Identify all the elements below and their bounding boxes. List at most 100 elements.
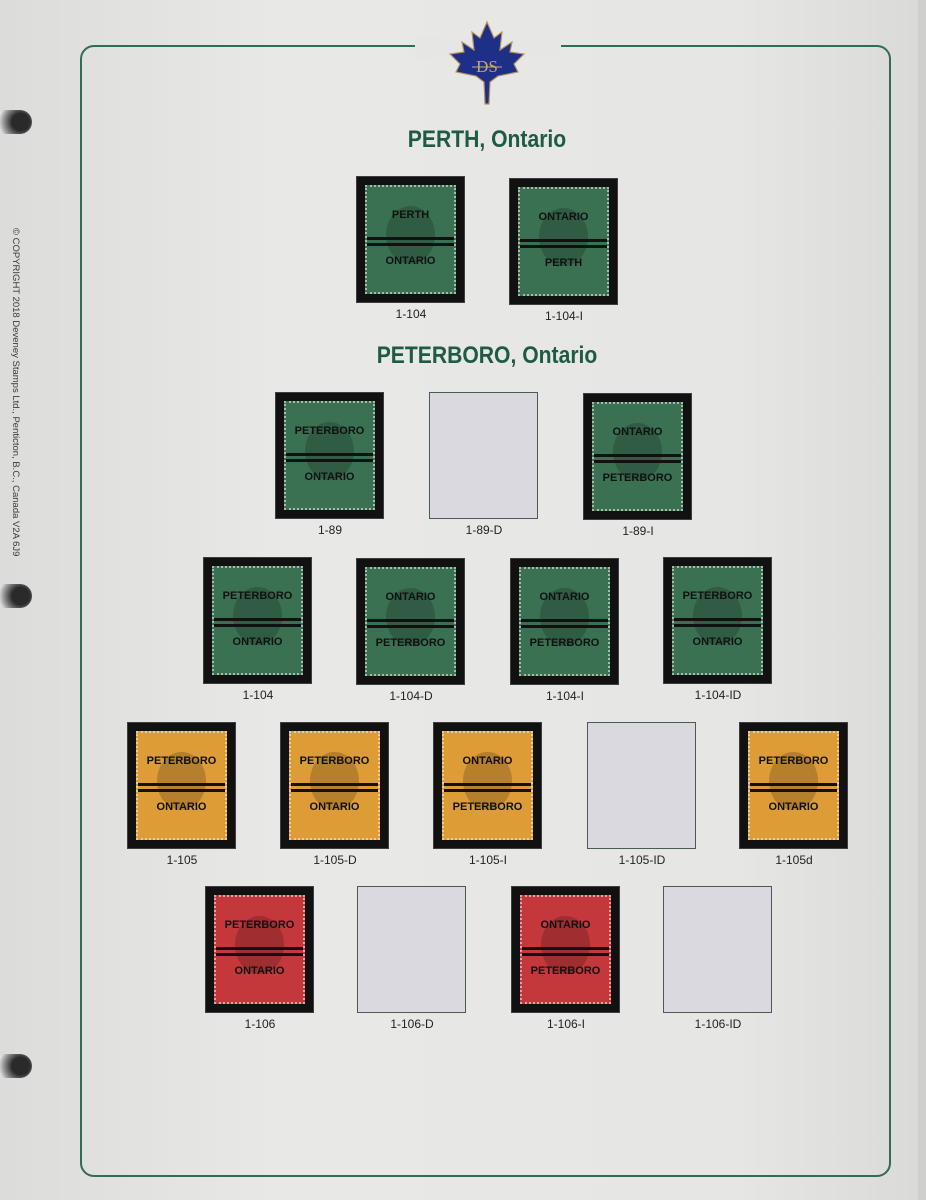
overprint-text: PETERBORO — [529, 637, 600, 649]
stamp-mount: PETERBORO ONTARIO — [205, 886, 314, 1013]
overprint-bar — [216, 947, 303, 950]
section-title-peterboro: PETERBORO, Ontario — [376, 342, 598, 369]
overprint-text: PETERBORO — [682, 590, 753, 602]
overprint-bar — [521, 625, 608, 628]
stamp-mount: PETERBORO ONTARIO — [280, 722, 389, 849]
overprint-text: ONTARIO — [540, 919, 591, 931]
overprint-text: PETERBORO — [375, 637, 446, 649]
empty-stamp-space — [429, 392, 538, 519]
overprint-bar — [291, 783, 378, 786]
overprint-bar — [367, 619, 454, 622]
overprint-bar — [520, 239, 607, 242]
empty-stamp-space — [663, 886, 772, 1013]
overprint-text: ONTARIO — [612, 426, 663, 438]
overprint-bar — [286, 453, 373, 456]
stamp-mount: PETERBORO ONTARIO — [739, 722, 848, 849]
overprint-bar — [444, 783, 531, 786]
empty-stamp-space — [357, 886, 466, 1013]
stamp-mount: PETERBORO ONTARIO — [127, 722, 236, 849]
catalog-number-label: 1-106-D — [390, 1017, 434, 1031]
section-title-perth: PERTH, Ontario — [407, 126, 567, 153]
overprint-text: ONTARIO — [304, 471, 355, 483]
stamp-mount: ONTARIO PETERBORO — [433, 722, 542, 849]
overprint-bar — [750, 783, 837, 786]
binder-hole — [0, 584, 32, 608]
overprint-text: PETERBORO — [758, 755, 829, 767]
overprint-bar — [286, 459, 373, 462]
catalog-number-label: 1-89-I — [622, 524, 654, 538]
overprint-bar — [674, 624, 761, 627]
overprint-bar — [674, 618, 761, 621]
overprint-text: ONTARIO — [462, 755, 513, 767]
overprint-bar — [520, 245, 607, 248]
overprint-text: PETERBORO — [222, 590, 293, 602]
overprint-text: ONTARIO — [309, 801, 360, 813]
catalog-number-label: 1-104-ID — [694, 688, 742, 702]
catalog-number-label: 1-105 — [166, 853, 198, 867]
stamp: PETERBORO ONTARIO — [672, 566, 763, 675]
stamp-mount: PERTH ONTARIO — [356, 176, 465, 303]
stamp: PETERBORO ONTARIO — [748, 731, 839, 840]
overprint-bar — [750, 789, 837, 792]
stamp: ONTARIO PETERBORO — [519, 567, 610, 676]
overprint-text: PETERBORO — [452, 801, 523, 813]
empty-stamp-space — [587, 722, 696, 849]
overprint-bar — [214, 618, 301, 621]
catalog-number-label: 1-104 — [395, 307, 427, 321]
stamp: PERTH ONTARIO — [365, 185, 456, 294]
catalog-number-label: 1-106-I — [546, 1017, 586, 1031]
overprint-bar — [444, 789, 531, 792]
overprint-text: ONTARIO — [385, 255, 436, 267]
overprint-bar — [367, 625, 454, 628]
overprint-text: PERTH — [544, 257, 583, 269]
overprint-text: PETERBORO — [602, 472, 673, 484]
copyright-notice: © COPYRIGHT 2018 Deveney Stamps Ltd., Pe… — [10, 228, 21, 557]
catalog-number-label: 1-105-D — [313, 853, 357, 867]
overprint-bar — [367, 243, 454, 246]
stamp: PETERBORO ONTARIO — [214, 895, 305, 1004]
overprint-text: ONTARIO — [156, 801, 207, 813]
overprint-bar — [216, 953, 303, 956]
overprint-bar — [367, 237, 454, 240]
maple-leaf-logo: DS — [448, 20, 526, 105]
stamp-mount: PETERBORO ONTARIO — [663, 557, 772, 684]
overprint-bar — [138, 789, 225, 792]
overprint-bar — [291, 789, 378, 792]
overprint-bar — [522, 953, 609, 956]
overprint-text: PERTH — [391, 209, 430, 221]
catalog-number-label: 1-105d — [775, 853, 813, 867]
overprint-text: ONTARIO — [692, 636, 743, 648]
overprint-bar — [594, 460, 681, 463]
catalog-number-label: 1-104-D — [389, 689, 433, 703]
stamp-mount: PETERBORO ONTARIO — [203, 557, 312, 684]
stamp: ONTARIO PETERBORO — [442, 731, 533, 840]
stamp: ONTARIO PETERBORO — [592, 402, 683, 511]
overprint-text: PETERBORO — [299, 755, 370, 767]
catalog-number-label: 1-104 — [242, 688, 274, 702]
stamp-mount: ONTARIO PETERBORO — [583, 393, 692, 520]
binder-hole — [0, 1054, 32, 1078]
catalog-number-label: 1-105-ID — [618, 853, 666, 867]
catalog-number-label: 1-89 — [317, 523, 343, 537]
overprint-text: ONTARIO — [539, 591, 590, 603]
overprint-text: ONTARIO — [768, 801, 819, 813]
catalog-number-label: 1-105-I — [468, 853, 508, 867]
overprint-text: ONTARIO — [234, 965, 285, 977]
stamp: PETERBORO ONTARIO — [212, 566, 303, 675]
overprint-text: ONTARIO — [232, 636, 283, 648]
overprint-text: PETERBORO — [146, 755, 217, 767]
overprint-bar — [594, 454, 681, 457]
overprint-bar — [521, 619, 608, 622]
overprint-bar — [522, 947, 609, 950]
overprint-text: PETERBORO — [224, 919, 295, 931]
overprint-bar — [214, 624, 301, 627]
catalog-number-label: 1-106-ID — [694, 1017, 742, 1031]
catalog-number-label: 1-106 — [244, 1017, 276, 1031]
